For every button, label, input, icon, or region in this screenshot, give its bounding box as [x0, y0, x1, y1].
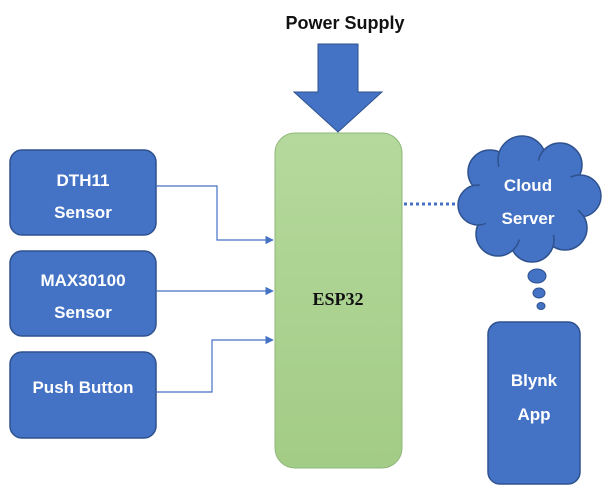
esp32-label: ESP32 [312, 289, 363, 309]
cloud-bubble-small [536, 302, 546, 310]
cloud-bubble-large [527, 268, 547, 284]
push-button-block [9, 351, 157, 439]
esp32-block [274, 132, 403, 469]
blynk-app-block [487, 321, 581, 485]
dth11-sensor-line2: Sensor [54, 203, 112, 222]
max30100-sensor-line2: Sensor [54, 303, 112, 322]
cloud-server-shape [457, 135, 602, 263]
dth11-to-esp32-connector [156, 185, 274, 245]
blynk-app-line2: App [517, 405, 550, 424]
power-supply-arrow [292, 43, 384, 133]
blynk-app-line1: Blynk [511, 371, 558, 390]
push-button-label: Push Button [32, 378, 133, 397]
dth11-sensor-line1: DTH11 [57, 171, 110, 190]
cloud-bubble-medium [532, 287, 546, 299]
max30100-sensor-block [9, 250, 157, 337]
power-supply-label: Power Supply [285, 13, 404, 33]
dth11-sensor-block [9, 149, 157, 236]
max30100-sensor-line1: MAX30100 [40, 271, 125, 290]
push-button-to-esp32-connector [156, 335, 274, 393]
cloud-server-line2: Server [502, 209, 555, 228]
cloud-server-line1: Cloud [504, 176, 552, 195]
